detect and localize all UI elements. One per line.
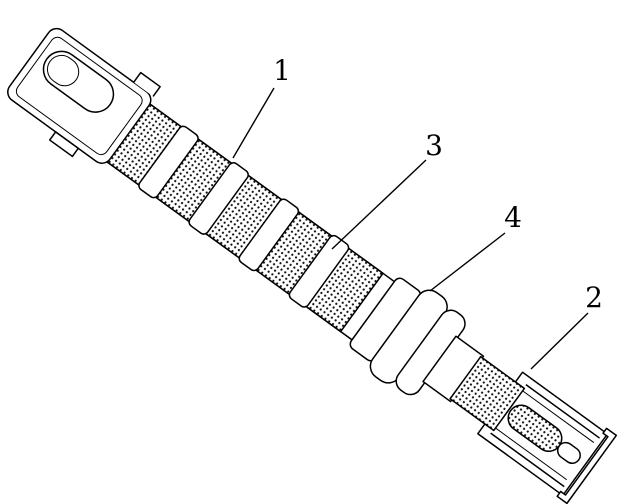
- bracket-tab: [133, 71, 161, 97]
- collar-rings: [349, 277, 485, 403]
- bracket-notch: [48, 131, 80, 158]
- end-flange: [556, 427, 618, 504]
- end-bracket: [7, 27, 161, 164]
- leader-line-3: [331, 159, 427, 250]
- leader-line-4: [429, 232, 506, 292]
- knurled-hub: [449, 355, 526, 432]
- leader-line-2: [530, 312, 589, 370]
- part-label-4: 4: [504, 201, 522, 234]
- inner-rod-tip: [556, 441, 581, 465]
- leader-lines: [232, 87, 589, 370]
- slot-rod-end: [46, 54, 80, 87]
- part-label-3: 3: [425, 129, 443, 162]
- part-label-2: 2: [585, 281, 603, 314]
- knurled-segments: [103, 100, 384, 333]
- roller-assembly: [7, 27, 618, 504]
- leader-line-1: [232, 87, 275, 159]
- part-label-1: 1: [273, 54, 291, 87]
